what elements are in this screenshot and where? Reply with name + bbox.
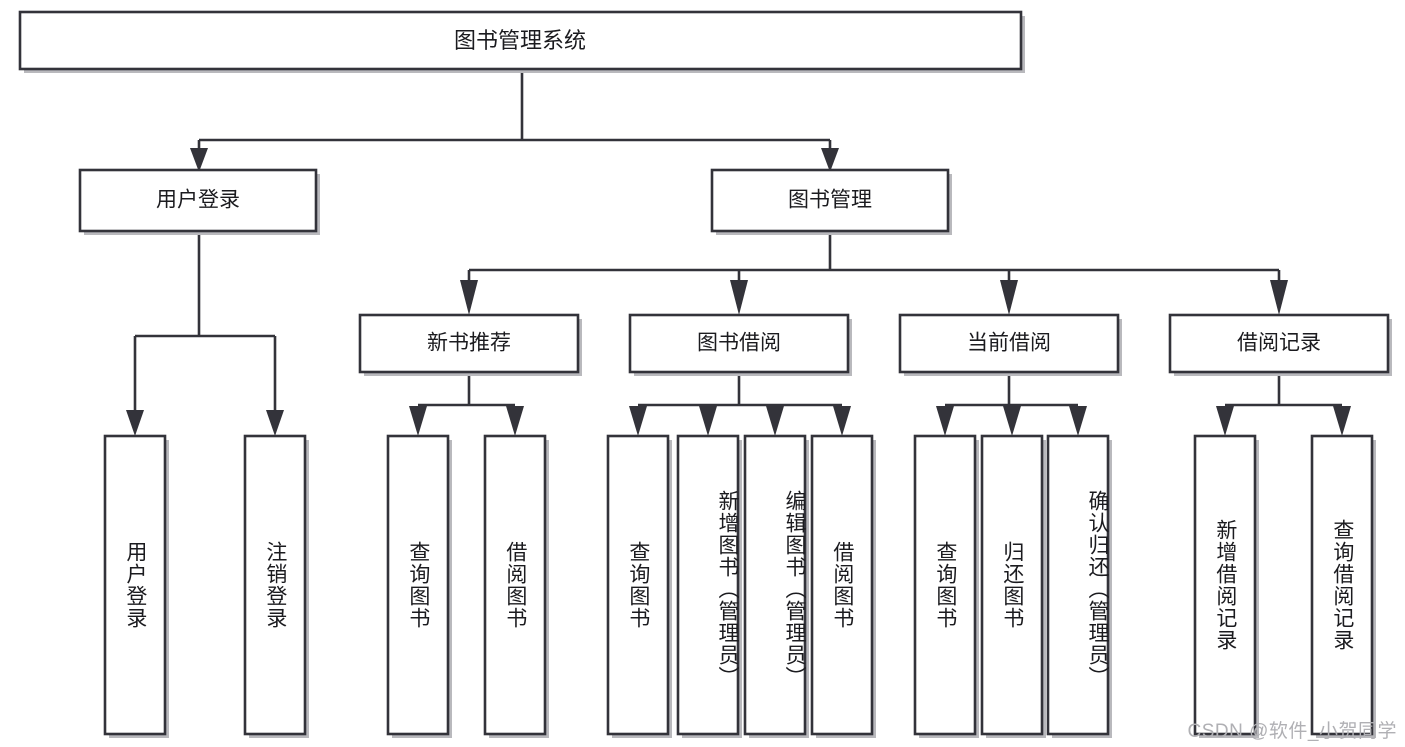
edge-currentborrow-to-leaves xyxy=(936,376,1087,436)
node-leaf-logout-login[interactable] xyxy=(243,434,307,736)
nodes-layer xyxy=(18,10,1392,738)
arrow-head-leaf-query-book-3 xyxy=(936,406,954,436)
arrow-head-currentborrow xyxy=(1000,280,1018,315)
label-current-borrow: 当前借阅 xyxy=(967,332,1051,355)
arrow-head-leaf-query-borrow-record xyxy=(1333,406,1351,436)
node-borrow-record[interactable] xyxy=(1168,313,1390,374)
node-leaf-return-book[interactable] xyxy=(980,434,1044,736)
node-leaf-borrow-book-2[interactable] xyxy=(810,434,874,736)
csdn-watermark: CSDN @软件_小贺同学 xyxy=(1187,721,1397,742)
arrow-head-leaf-add-borrow-record xyxy=(1216,406,1234,436)
label-book-management: 图书管理 xyxy=(788,189,872,212)
arrow-head-leaf-user-login xyxy=(126,410,144,436)
node-leaf-borrow-book-1[interactable] xyxy=(483,434,547,736)
node-leaf-query-borrow-record[interactable] xyxy=(1310,434,1374,736)
arrow-head-borrowrecord xyxy=(1270,280,1288,315)
edge-bookborrow-to-leaves xyxy=(629,376,851,436)
edge-borrowrecord-to-leaves xyxy=(1216,376,1351,436)
node-current-borrow[interactable] xyxy=(898,313,1120,374)
arrow-head-leaf-add-book xyxy=(699,406,717,436)
node-leaf-confirm-return[interactable] xyxy=(1046,434,1110,736)
node-leaf-query-book-1[interactable] xyxy=(386,434,450,736)
edge-root-to-level1 xyxy=(190,70,839,172)
arrow-head-leaf-borrow-book-2 xyxy=(833,406,851,436)
node-new-book-recommend[interactable] xyxy=(358,313,580,374)
label-user-login: 用户登录 xyxy=(156,189,240,212)
edge-userlogin-to-leaves xyxy=(126,233,284,436)
arrow-head-leaf-return-book xyxy=(1003,406,1021,436)
arrow-head-leaf-confirm-return xyxy=(1069,406,1087,436)
label-book-borrow: 图书借阅 xyxy=(697,332,781,355)
arrow-head-book-management xyxy=(821,148,839,172)
node-leaf-query-book-2[interactable] xyxy=(606,434,670,736)
node-book-borrow[interactable] xyxy=(628,313,850,374)
label-new-book-recommend: 新书推荐 xyxy=(427,332,511,355)
arrow-head-user-login xyxy=(190,148,208,172)
node-leaf-edit-book[interactable] xyxy=(743,434,807,736)
node-leaf-add-book[interactable] xyxy=(676,434,740,736)
node-user-login[interactable] xyxy=(78,168,318,233)
node-book-management[interactable] xyxy=(710,168,950,233)
arrow-head-leaf-query-book-2 xyxy=(629,406,647,436)
label-borrow-record: 借阅记录 xyxy=(1237,332,1321,355)
node-leaf-query-book-3[interactable] xyxy=(913,434,977,736)
arrow-head-leaf-query-book-1 xyxy=(409,406,427,436)
arrow-head-leaf-logout xyxy=(266,410,284,436)
edge-newbook-to-leaves xyxy=(409,376,524,436)
arrow-head-leaf-edit-book xyxy=(766,406,784,436)
horizontal-labels-layer: 图书管理系统 用户登录 图书管理 新书推荐 图书借阅 当前借阅 借阅记录 xyxy=(156,28,1321,355)
edge-bookmgmt-to-level2 xyxy=(460,233,1288,315)
node-leaf-user-login[interactable] xyxy=(103,434,167,736)
node-root[interactable] xyxy=(18,10,1023,71)
edges-layer xyxy=(126,70,1351,436)
arrow-head-newbook xyxy=(460,280,478,315)
node-leaf-add-borrow-record[interactable] xyxy=(1193,434,1257,736)
arrow-head-bookborrow xyxy=(730,280,748,315)
arrow-head-leaf-borrow-book-1 xyxy=(506,406,524,436)
label-root: 图书管理系统 xyxy=(454,28,586,53)
